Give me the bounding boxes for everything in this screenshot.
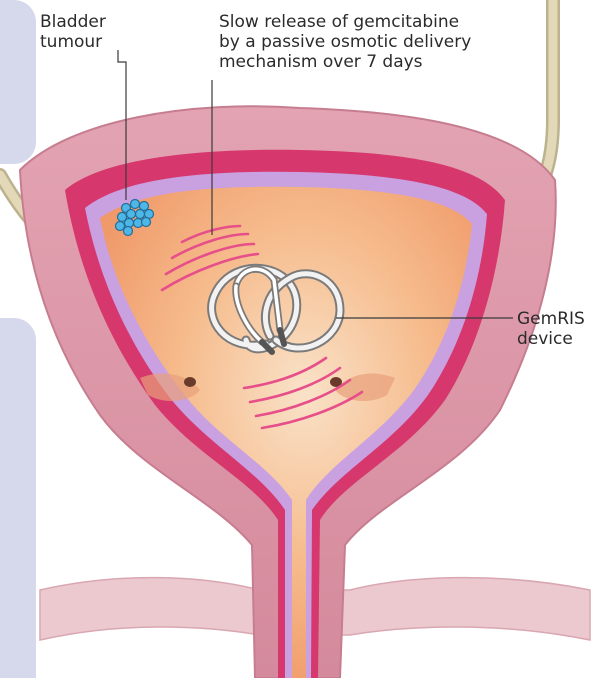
label-device-line2: device [517,329,585,349]
left-ureter-orifice [184,377,196,387]
label-bladder-tumour: Bladder tumour [40,12,106,52]
label-gemris-device: GemRIS device [517,309,585,349]
label-tumour-line1: Bladder [40,12,106,32]
label-release-line1: Slow release of gemcitabine [219,12,471,32]
label-slow-release: Slow release of gemcitabine by a passive… [219,12,471,72]
label-tumour-line2: tumour [40,32,106,52]
label-release-line3: mechanism over 7 days [219,52,471,72]
label-device-line1: GemRIS [517,309,585,329]
label-release-line2: by a passive osmotic delivery [219,32,471,52]
